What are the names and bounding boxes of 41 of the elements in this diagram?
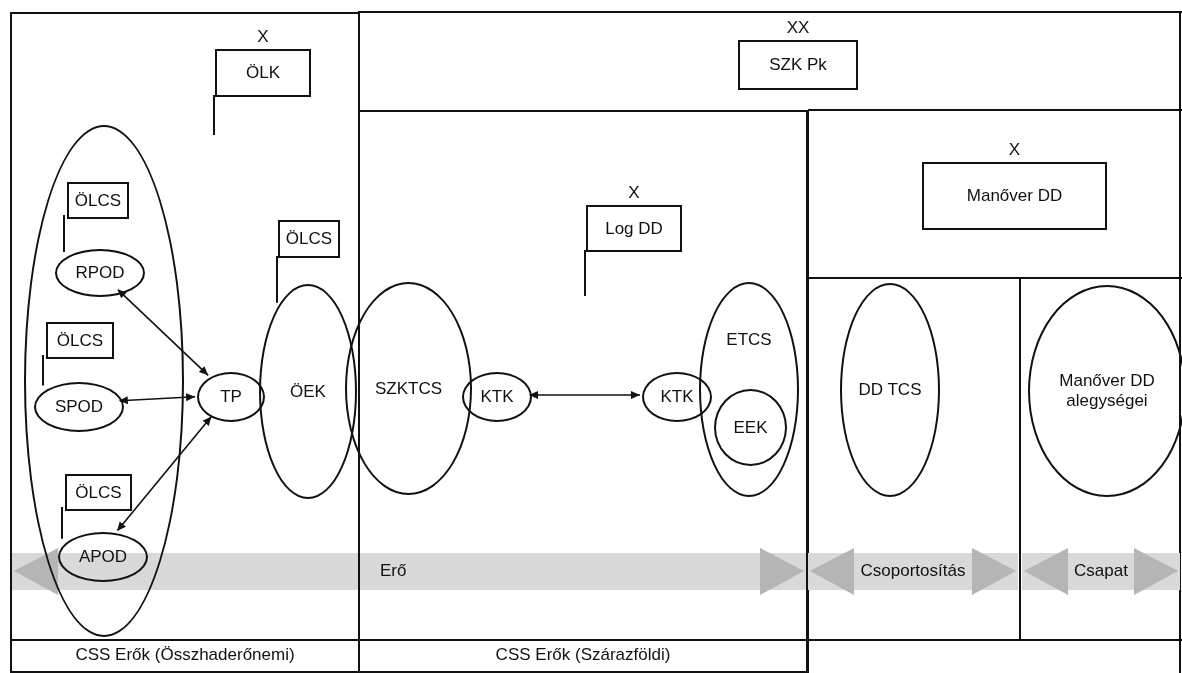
unit-ellipse: SPOD — [34, 382, 124, 432]
panel-footer: CSS Erők (Szárazföldi) — [495, 645, 671, 665]
arrow — [116, 415, 213, 532]
unit-ellipse — [699, 282, 799, 497]
arrow — [118, 393, 196, 405]
echelon-mark: X — [1008, 140, 1021, 160]
unit-ellipse: APOD — [58, 532, 148, 582]
unit-ellipse: ÖEK — [259, 284, 357, 499]
panel-footer: CSS Erők (Összhaderőnemi) — [75, 645, 295, 665]
unit-ellipse: KTK — [462, 372, 532, 422]
flag-staff — [276, 255, 278, 304]
unit-flag: SZK Pk — [738, 40, 858, 90]
unit-ellipse: SZKTCS — [345, 282, 472, 495]
echelon-mark: X — [628, 183, 640, 203]
unit-ellipse: KTK — [642, 372, 712, 422]
unit-ellipse: RPOD — [55, 249, 145, 297]
flag-staff — [63, 214, 65, 254]
unit-flag: ÖLCS — [278, 220, 340, 258]
arrow — [117, 289, 209, 377]
unit-flag: ÖLCS — [67, 182, 129, 219]
unit-flag: ÖLCS — [46, 322, 114, 359]
unit-flag: ÖLK — [215, 49, 311, 97]
echelon-mark: X — [257, 27, 269, 47]
unit-flag: ÖLCS — [65, 474, 132, 511]
unit-ellipse: TP — [197, 372, 265, 422]
panel — [358, 110, 808, 673]
unit-flag: Manőver DD — [922, 162, 1107, 230]
unit-ellipse: DD TCS — [840, 283, 940, 497]
band-label: Csoportosítás — [860, 561, 966, 581]
unit-ellipse: EEK — [714, 389, 787, 466]
band-label: Erő — [380, 561, 407, 581]
flag-staff — [42, 354, 44, 387]
echelon-mark: XX — [786, 18, 810, 38]
unit-name: ETCS — [726, 330, 772, 350]
panel — [10, 12, 360, 673]
grouping-ellipse — [24, 125, 184, 637]
unit-ellipse: Manőver DD alegységei — [1028, 285, 1182, 497]
arrow — [529, 391, 641, 399]
flag-staff — [61, 506, 63, 540]
band-label: Csapat — [1074, 561, 1128, 581]
unit-flag: Log DD — [586, 205, 682, 252]
